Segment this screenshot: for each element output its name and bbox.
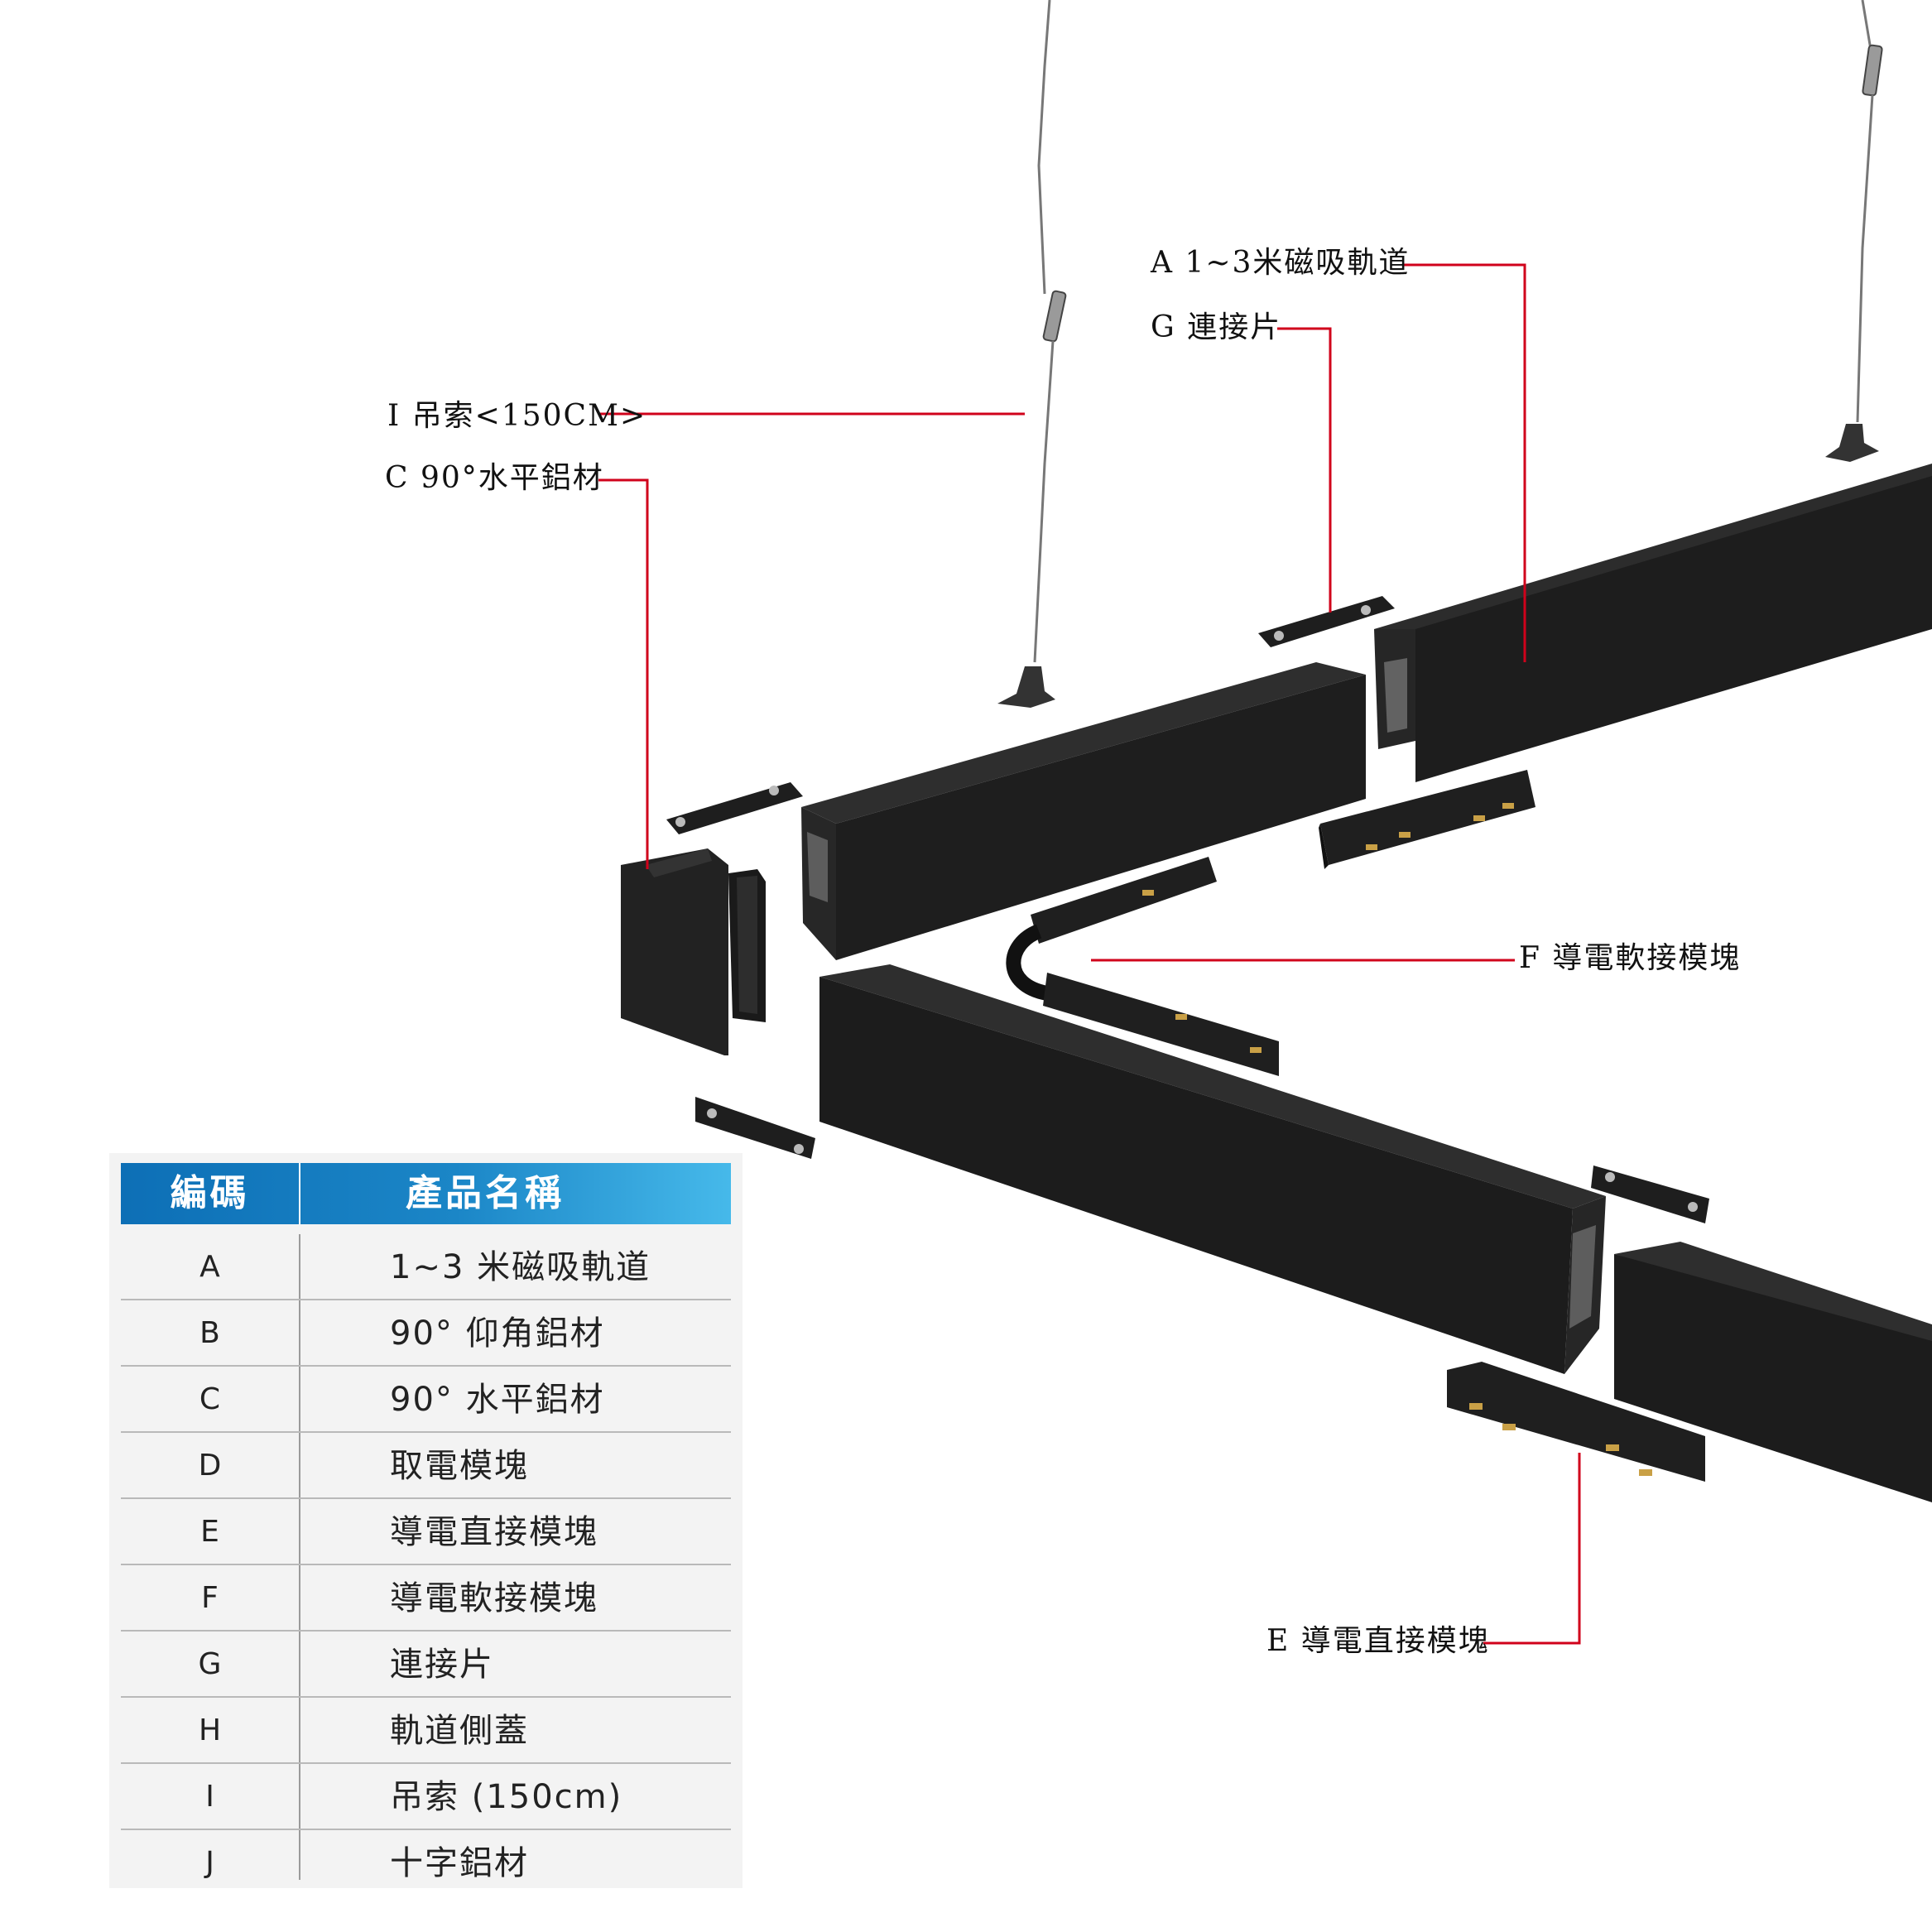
callout-I: I 吊索<150CM>	[387, 399, 647, 433]
row-code: E	[200, 1515, 219, 1549]
row-code: J	[205, 1846, 214, 1880]
row-code: B	[199, 1316, 220, 1350]
row-code: D	[198, 1449, 222, 1483]
callout-F: F 導電軟接模塊	[1519, 941, 1742, 975]
callout-C: C 90°水平鋁材	[385, 461, 604, 495]
parts-table: 編碼 產品名稱 A 1~3 米磁吸軌道 B 90° 仰角鋁材 C 90° 水平鋁材 D…	[109, 1153, 743, 1888]
leader-line-C	[598, 478, 649, 869]
table-row: E 導電直接模塊	[121, 1499, 731, 1565]
row-name: 導電軟接模塊	[390, 1579, 598, 1617]
column-divider	[299, 1234, 300, 1880]
table-row: F 導電軟接模塊	[121, 1565, 731, 1632]
track-rail-upper-right	[1374, 464, 1932, 782]
connector-plate-lower-right	[1591, 1165, 1709, 1223]
leader-line-E	[1483, 1453, 1581, 1645]
connector-plate-top	[1258, 596, 1395, 647]
suspension-cable-left	[997, 0, 1067, 708]
row-name: 連接片	[390, 1646, 494, 1684]
row-name: 導電直接模塊	[390, 1513, 598, 1551]
leader-line-G	[1277, 327, 1332, 613]
power-module-upper	[1319, 770, 1536, 869]
callout-A: A 1~3米磁吸軌道	[1151, 246, 1411, 280]
suspension-cable-right	[1825, 0, 1883, 462]
leader-line-A	[1403, 263, 1526, 662]
row-code: A	[199, 1250, 220, 1284]
table-row: A 1~3 米磁吸軌道	[121, 1234, 731, 1300]
header-code: 編碼	[170, 1172, 250, 1214]
track-rail-lower-long	[819, 964, 1606, 1374]
row-code: F	[201, 1581, 219, 1615]
connector-plate-left	[666, 782, 803, 834]
row-code: I	[205, 1780, 214, 1814]
row-name: 取電模塊	[390, 1447, 529, 1485]
table-row: C 90° 水平鋁材	[121, 1367, 731, 1433]
row-name: 90° 仰角鋁材	[390, 1314, 605, 1353]
row-code: H	[198, 1713, 222, 1747]
table-row: B 90° 仰角鋁材	[121, 1300, 731, 1367]
track-rail-upper-middle	[801, 662, 1366, 960]
connector-plate-lower-left	[695, 1097, 815, 1159]
row-name: 1~3 米磁吸軌道	[390, 1248, 651, 1286]
row-name: 軌道側蓋	[390, 1712, 529, 1750]
leader-lines	[598, 263, 1581, 1645]
row-name: 90° 水平鋁材	[390, 1381, 605, 1419]
row-name: 吊索 (150cm)	[390, 1778, 623, 1816]
track-rail-lower-right	[1614, 1242, 1932, 1502]
header-name: 產品名稱	[406, 1172, 565, 1214]
table-row: G 連接片	[121, 1632, 731, 1698]
corner-profile-90-horizontal	[621, 848, 766, 1055]
table-row: H 軌道側蓋	[121, 1698, 731, 1764]
row-code: C	[199, 1382, 221, 1416]
flexible-connector-module	[1006, 857, 1279, 1076]
table-row: I 吊索 (150cm)	[121, 1764, 731, 1830]
row-code: G	[198, 1647, 222, 1681]
row-name: 十字鋁材	[390, 1844, 529, 1882]
straight-connector-module	[1447, 1362, 1705, 1482]
table-row: D 取電模塊	[121, 1433, 731, 1499]
callout-E: E 導電直接模塊	[1266, 1624, 1490, 1658]
table-header: 編碼 產品名稱	[121, 1163, 731, 1224]
table-row: J 十字鋁材	[121, 1830, 731, 1896]
callout-G: G 連接片	[1151, 310, 1282, 344]
